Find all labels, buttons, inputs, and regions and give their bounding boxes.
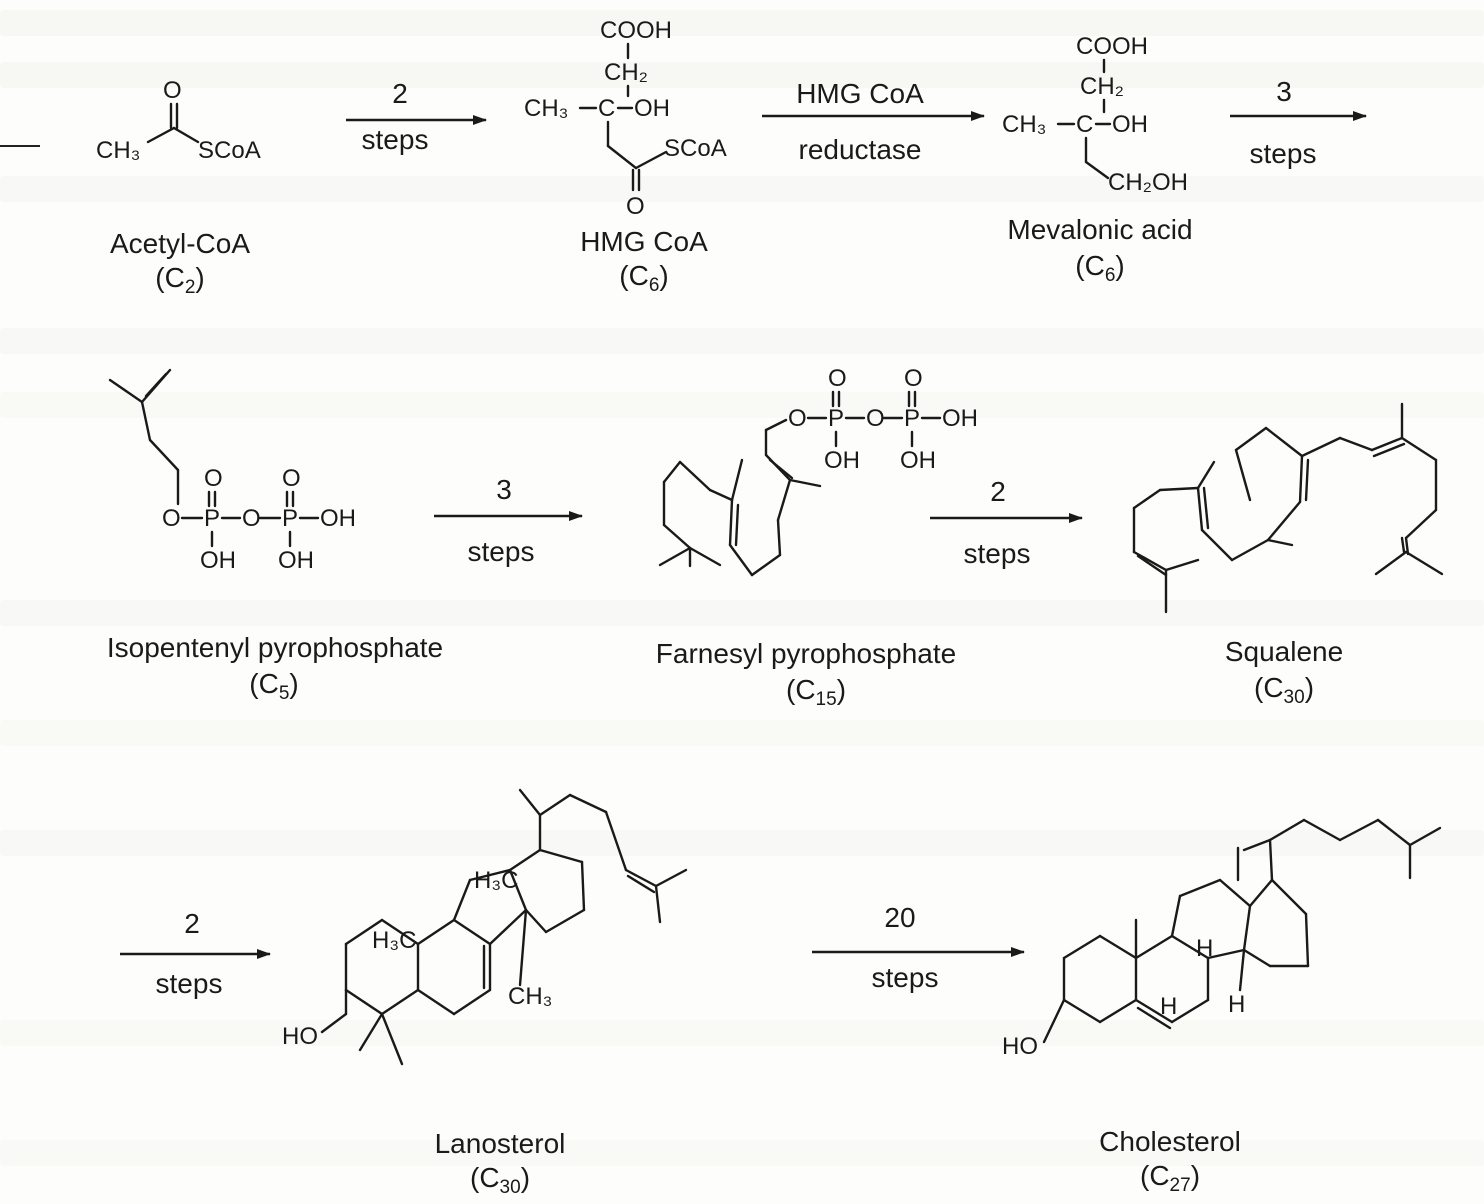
svg-text:P: P: [904, 405, 920, 432]
lanosterol-structure: HO H₃C CH₃ H₃C: [282, 788, 688, 1066]
arrow-2-bottom: reductase: [798, 134, 922, 165]
svg-text:OH: OH: [942, 405, 978, 432]
svg-text:CH₃: CH₃: [508, 983, 552, 1010]
arrow-6-bottom: steps: [155, 968, 223, 999]
svg-text:O: O: [162, 505, 181, 532]
cholesterol-name: Cholesterol: [1099, 1126, 1241, 1157]
farnesyl-pyrophosphate-structure: O O O P O P OH OH OH: [658, 365, 978, 577]
arrow-5-bottom: steps: [963, 538, 1031, 569]
svg-text:O: O: [788, 405, 807, 432]
svg-text:SCoA: SCoA: [664, 135, 727, 162]
svg-text:COOH: COOH: [600, 17, 672, 44]
hmg-coa-name: HMG CoA: [580, 226, 708, 257]
arrow-4-bottom: steps: [467, 536, 535, 567]
svg-text:CH₃: CH₃: [524, 95, 568, 122]
svg-text:O: O: [904, 365, 923, 392]
arrow-3-bottom: steps: [1249, 138, 1317, 169]
svg-text:CH₂: CH₂: [604, 59, 648, 86]
svg-text:OH: OH: [900, 447, 936, 474]
svg-text:OH: OH: [634, 95, 670, 122]
svg-text:CH₃: CH₃: [1002, 111, 1046, 138]
svg-text:H: H: [1196, 935, 1213, 962]
svg-text:O: O: [282, 465, 301, 492]
arrow-2-top: HMG CoA: [796, 78, 924, 109]
isopentenyl-pyrophosphate-formula: (C5): [249, 668, 299, 704]
svg-text:CH₂OH: CH₂OH: [1108, 169, 1188, 196]
svg-text:CH₃: CH₃: [96, 137, 140, 164]
svg-text:P: P: [204, 505, 220, 532]
squalene-name: Squalene: [1224, 636, 1344, 667]
svg-text:SCoA: SCoA: [198, 137, 261, 164]
acetyl-coa-name: Acetyl-CoA: [109, 228, 251, 259]
mevalonic-acid-name: Mevalonic acid: [1007, 214, 1193, 245]
svg-text:O: O: [626, 193, 645, 220]
arrow-1-bottom: steps: [361, 124, 429, 155]
svg-text:OH: OH: [278, 547, 314, 574]
mevalonic-acid-formula: (C6): [1075, 250, 1125, 286]
arrow-7-bottom: steps: [871, 962, 939, 993]
mevalonic-acid-structure: COOH CH₂ CH₃ C OH CH₂OH: [1002, 33, 1188, 196]
svg-text:O: O: [163, 77, 182, 104]
acetyl-coa-formula: (C2): [155, 262, 205, 298]
arrow-4-top: 3: [496, 474, 512, 505]
arrow-6-top: 2: [184, 908, 200, 939]
svg-text:P: P: [282, 505, 298, 532]
hmg-coa-structure: COOH CH₂ CH₃ C OH SCoA O: [524, 17, 727, 220]
svg-text:O: O: [866, 405, 885, 432]
svg-text:H: H: [1160, 993, 1177, 1020]
isopentenyl-pyrophosphate-structure: O O P O O P OH OH OH: [108, 368, 356, 574]
svg-text:O: O: [204, 465, 223, 492]
lanosterol-name: Lanosterol: [434, 1128, 566, 1159]
hmg-coa-formula: (C6): [619, 260, 669, 296]
lanosterol-formula: (C30): [469, 1162, 531, 1198]
arrow-1-top: 2: [392, 78, 408, 109]
svg-text:OH: OH: [1112, 111, 1148, 138]
svg-text:C: C: [1076, 111, 1093, 138]
svg-text:H₃C: H₃C: [372, 927, 416, 954]
squalene-structure: [1132, 402, 1444, 614]
farnesyl-pyrophosphate-name: Farnesyl pyrophosphate: [655, 638, 957, 669]
svg-text:O: O: [242, 505, 261, 532]
arrow-7-top: 20: [884, 902, 916, 933]
svg-text:P: P: [828, 405, 844, 432]
svg-text:COOH: COOH: [1076, 33, 1148, 60]
arrow-5-top: 2: [990, 476, 1006, 507]
arrow-3-top: 3: [1276, 76, 1292, 107]
svg-text:OH: OH: [824, 447, 860, 474]
svg-text:HO: HO: [1002, 1033, 1038, 1060]
svg-text:HO: HO: [282, 1023, 318, 1050]
svg-text:H₃C: H₃C: [474, 867, 518, 894]
acetyl-coa-structure: O CH₃ SCoA: [96, 77, 261, 164]
svg-text:C: C: [598, 95, 615, 122]
svg-text:OH: OH: [200, 547, 236, 574]
svg-text:CH₂: CH₂: [1080, 73, 1124, 100]
farnesyl-pyrophosphate-formula: (C15): [785, 674, 847, 710]
cholesterol-structure: HO H H H: [1002, 818, 1442, 1060]
squalene-formula: (C30): [1253, 672, 1315, 708]
isopentenyl-pyrophosphate-name: Isopentenyl pyrophosphate: [106, 632, 444, 663]
svg-text:OH: OH: [320, 505, 356, 532]
svg-text:H: H: [1228, 991, 1245, 1018]
svg-text:O: O: [828, 365, 847, 392]
cholesterol-formula: (C27): [1139, 1160, 1201, 1196]
